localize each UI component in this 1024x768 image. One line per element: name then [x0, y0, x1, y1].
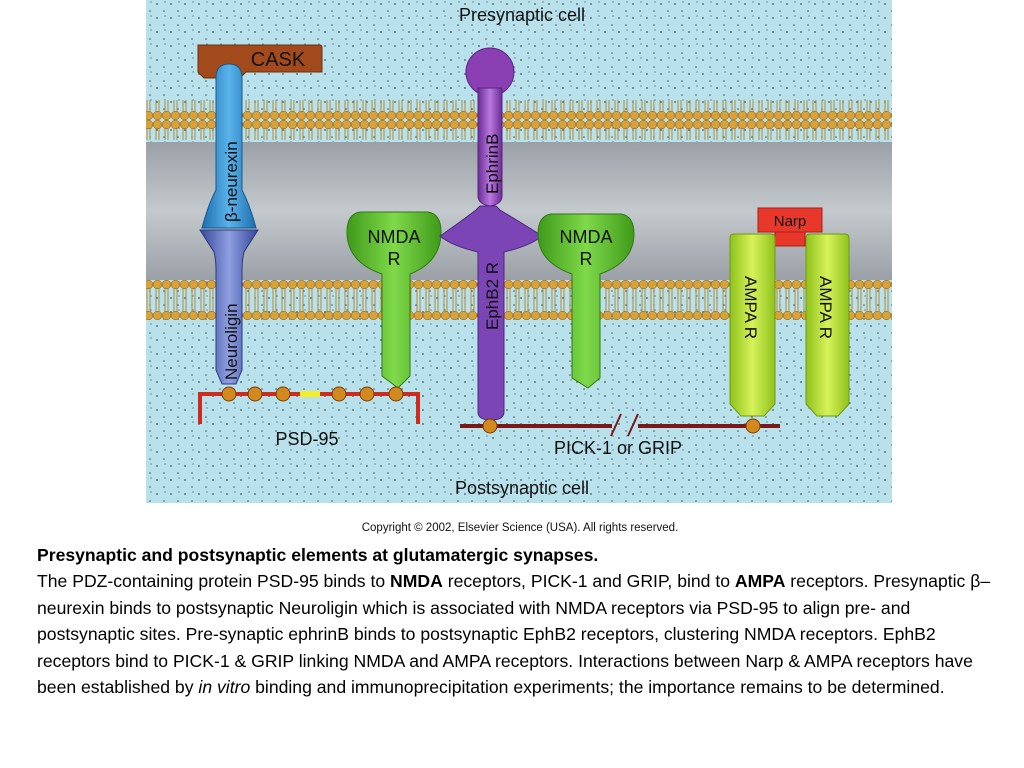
ephrinb-label: EphrinB	[483, 134, 502, 194]
ephrinb-protein: EphrinB	[465, 47, 515, 207]
ephb2-label: EphB2 R	[483, 262, 502, 330]
ampa-receptor-1: AMPA R	[729, 233, 776, 417]
nmda-2-r-label: R	[580, 249, 593, 269]
nmda-2-label: NMDA	[560, 227, 613, 247]
caption-text-3: receptors. Presynaptic β–neurexin binds …	[37, 571, 991, 698]
psd95-label: PSD-95	[275, 429, 338, 449]
neuroligin-protein: Neuroligin	[199, 229, 259, 385]
beta-neurexin-label: β-neurexin	[222, 141, 241, 222]
ampa-receptor-2: AMPA R	[805, 233, 850, 417]
pick1-grip-scaffold: PICK-1 or GRIP	[460, 413, 780, 458]
pick1-grip-label: PICK-1 or GRIP	[554, 438, 682, 458]
psd95-scaffold: PSD-95	[198, 386, 420, 449]
presynaptic-cell-label: Presynaptic cell	[459, 5, 585, 25]
caption-in-vitro-italic: in vitro	[198, 677, 251, 698]
copyright-text: Copyright © 2002, Elsevier Science (USA)…	[362, 522, 679, 534]
caption-text-2: receptors, PICK-1 and GRIP, bind to	[442, 571, 735, 592]
caption-text-4: binding and immunoprecipitation experime…	[250, 677, 945, 698]
nmda-receptor-2: NMDA R	[537, 213, 635, 389]
ampa-2-label: AMPA R	[816, 276, 835, 339]
synapse-diagram: Presynaptic cell Postsynaptic cell CASK …	[146, 0, 892, 534]
beta-neurexin-protein: β-neurexin	[201, 63, 257, 229]
nmda-receptor-1: NMDA R	[346, 211, 442, 389]
figure-caption: Presynaptic and postsynaptic elements at…	[37, 542, 997, 700]
neuroligin-label: Neuroligin	[222, 303, 241, 380]
postsynaptic-cell-label: Postsynaptic cell	[455, 478, 589, 498]
caption-text-1: The PDZ-containing protein PSD-95 binds …	[37, 571, 391, 592]
cask-label: CASK	[251, 49, 306, 71]
nmda-1-label: NMDA	[368, 227, 421, 247]
caption-body: The PDZ-containing protein PSD-95 binds …	[37, 568, 997, 700]
presynaptic-membrane	[146, 100, 892, 140]
postsynaptic-membrane	[146, 280, 892, 320]
caption-title: Presynaptic and postsynaptic elements at…	[37, 545, 599, 565]
narp-protein: Narp	[757, 207, 823, 247]
ampa-1-label: AMPA R	[741, 276, 760, 339]
caption-nmda-bold: NMDA	[390, 571, 443, 592]
nmda-1-r-label: R	[388, 249, 401, 269]
narp-label: Narp	[774, 213, 807, 230]
caption-ampa-bold: AMPA	[734, 571, 786, 592]
